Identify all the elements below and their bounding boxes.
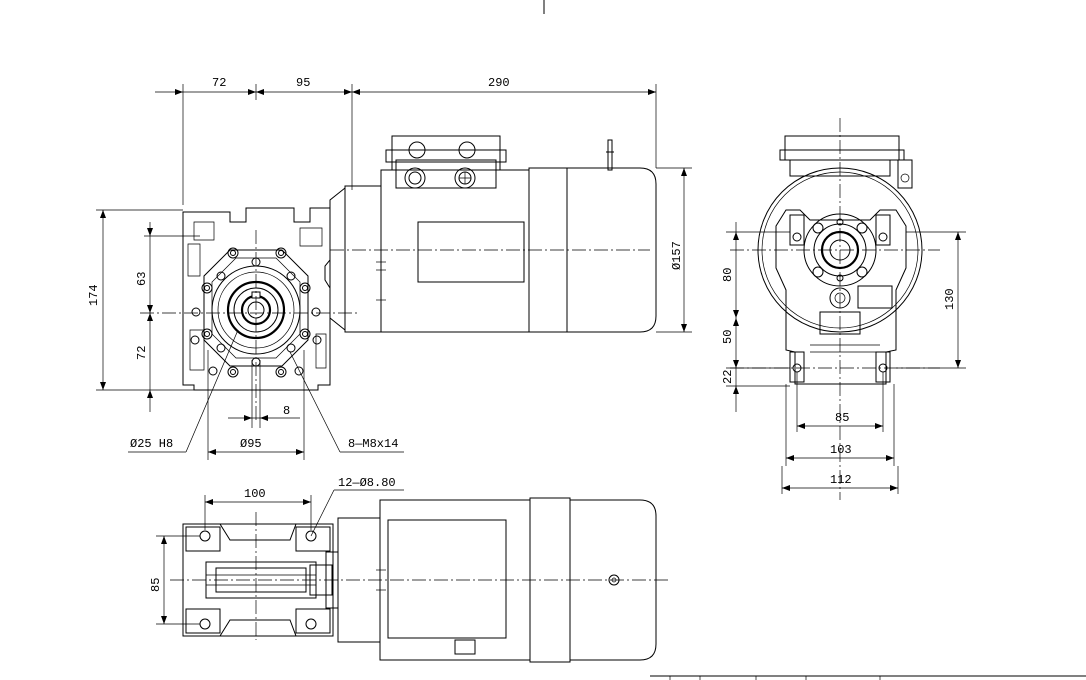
dim-8: 8 xyxy=(283,404,290,418)
dim-63: 63 xyxy=(135,272,149,286)
dim-95-top: 95 xyxy=(296,76,310,90)
dim-80: 80 xyxy=(721,268,735,282)
dim-174: 174 xyxy=(87,284,101,306)
dim-85-side: 85 xyxy=(835,411,849,425)
dim-72-left: 72 xyxy=(135,346,149,360)
dim-50: 50 xyxy=(721,330,735,344)
dim-22: 22 xyxy=(721,370,735,384)
dim-85-top: 85 xyxy=(149,578,163,592)
dim-157: Ø157 xyxy=(670,241,684,270)
callout-tapped: 8—M8x14 xyxy=(348,437,398,451)
dim-pcd: Ø95 xyxy=(240,437,262,451)
dim-290: 290 xyxy=(488,76,510,90)
dim-103: 103 xyxy=(830,443,852,457)
dim-130: 130 xyxy=(943,288,957,310)
dim-112: 112 xyxy=(830,473,852,487)
side-view: 80 50 22 130 85 103 112 xyxy=(721,118,966,500)
dim-100: 100 xyxy=(244,487,266,501)
callout-holes: 12—Ø8.80 xyxy=(338,476,396,490)
front-view: 72 95 290 174 63 72 8 Ø95 xyxy=(87,0,692,460)
top-view: 100 85 12—Ø8.80 xyxy=(149,476,670,663)
title-block-edge xyxy=(650,675,1086,680)
callout-bore: Ø25 H8 xyxy=(130,437,173,451)
dim-72-top: 72 xyxy=(212,76,226,90)
